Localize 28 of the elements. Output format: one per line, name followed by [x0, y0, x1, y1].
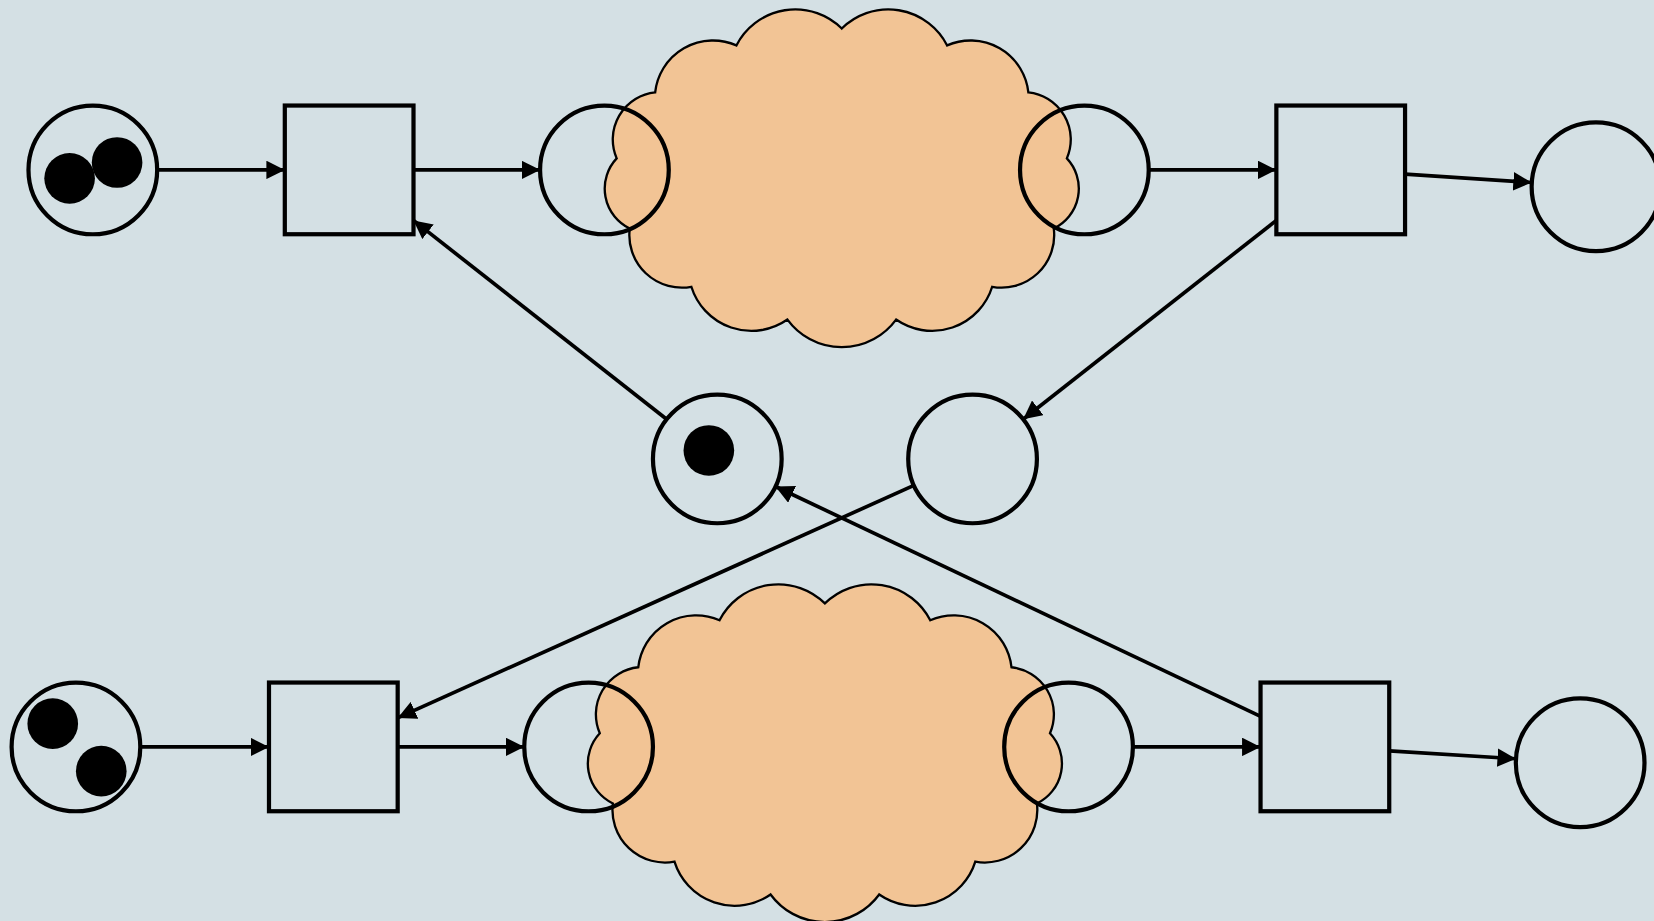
- arrow: [413, 160, 541, 180]
- arrow: [1404, 172, 1532, 191]
- place-circle: [1513, 696, 1647, 830]
- place-circle: [650, 392, 784, 526]
- token-dot: [27, 698, 79, 749]
- place-circle: [1002, 680, 1135, 814]
- token-dot: [44, 153, 95, 204]
- place-circle: [1017, 103, 1151, 237]
- token-dot: [683, 425, 735, 476]
- cloud: [586, 583, 1064, 921]
- place-circle: [537, 103, 671, 237]
- token-dot: [75, 745, 127, 797]
- transition-rectangle: [1258, 680, 1392, 814]
- transition-rectangle: [1274, 103, 1408, 237]
- arrow: [157, 160, 285, 180]
- arrow: [1132, 737, 1261, 757]
- arrow: [1389, 748, 1517, 767]
- cloud: [603, 8, 1080, 349]
- token-dot: [91, 137, 143, 188]
- arrow: [1148, 160, 1277, 180]
- arrow: [397, 737, 525, 757]
- place-circle: [26, 103, 160, 237]
- place-circle: [9, 680, 143, 814]
- transition-rectangle: [282, 103, 416, 237]
- arrow: [140, 737, 269, 757]
- transition-rectangle: [266, 680, 400, 814]
- place-circle: [522, 680, 656, 814]
- place-circle: [906, 392, 1039, 526]
